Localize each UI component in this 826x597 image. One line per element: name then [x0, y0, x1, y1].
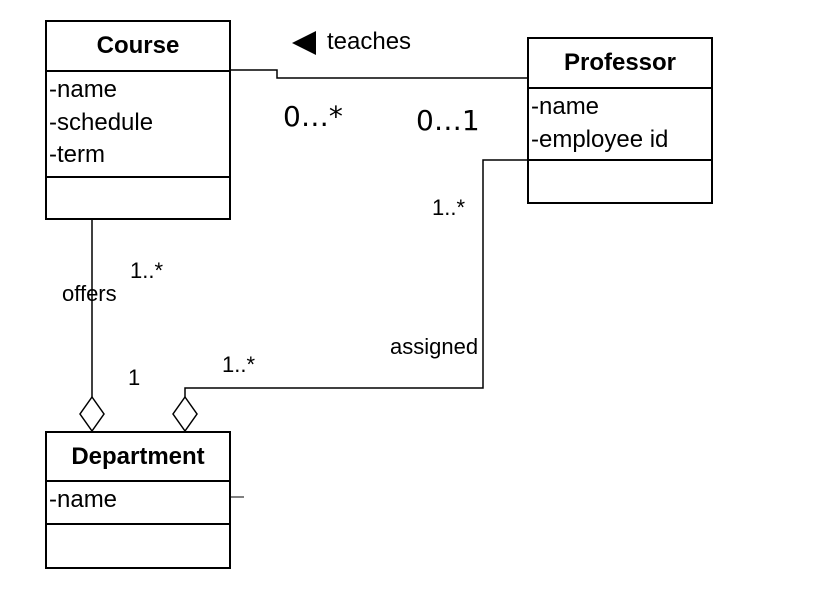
professor-operations	[529, 161, 711, 202]
department-class-box: Department -name	[45, 431, 231, 569]
offers-label: offers	[62, 281, 117, 306]
professor-class-box: Professor -name -employee id	[527, 37, 713, 204]
course-operations	[47, 178, 229, 218]
offers-course-multiplicity: 1..*	[130, 258, 164, 283]
offers-department-multiplicity: 1	[128, 365, 141, 390]
teaches-direction-arrow	[292, 31, 316, 55]
assigned-label: assigned	[390, 334, 479, 359]
course-attribute-name: -name	[49, 76, 118, 103]
offers-aggregation-diamond	[79, 395, 105, 433]
professor-attribute-name: -name	[531, 93, 600, 120]
course-attribute-schedule: -schedule	[49, 108, 154, 136]
assigned-professor-multiplicity: 1..*	[432, 195, 466, 220]
course-attributes: -name -schedule -term	[47, 72, 229, 178]
department-class-name: Department	[47, 433, 229, 482]
assigned-aggregation-diamond	[172, 395, 198, 433]
teaches-professor-multiplicity: 0…1	[416, 104, 480, 137]
department-attributes: -name	[47, 482, 229, 525]
teaches-association-line	[231, 69, 527, 79]
professor-class-name: Professor	[529, 39, 711, 89]
course-class-box: Course -name -schedule -term	[45, 20, 231, 220]
course-class-name: Course	[47, 22, 229, 72]
course-attribute-term: -term	[49, 141, 105, 168]
professor-attribute-employee-id: -employee id	[531, 125, 669, 153]
department-attribute-name: -name	[49, 486, 118, 513]
teaches-label: teaches	[327, 28, 412, 55]
assigned-department-multiplicity: 1..*	[222, 352, 256, 377]
department-operations	[47, 525, 229, 567]
professor-attributes: -name -employee id	[529, 89, 711, 161]
teaches-course-multiplicity: 0…*	[283, 100, 343, 133]
assigned-association-line	[184, 159, 527, 397]
